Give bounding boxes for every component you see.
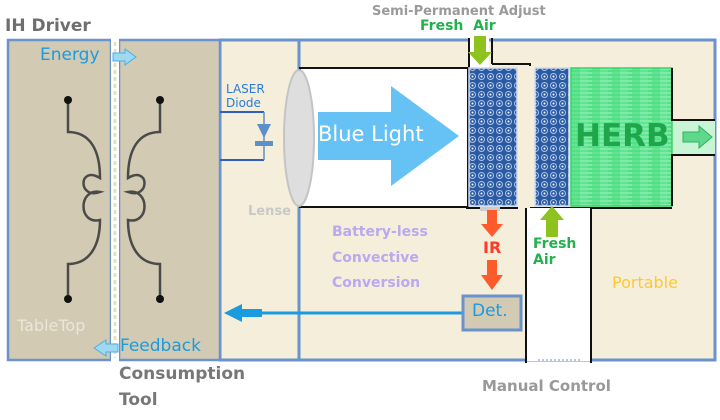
ih-driver-panel bbox=[6, 38, 113, 362]
detector-label: Det. bbox=[472, 301, 508, 321]
coil-right-icon bbox=[123, 100, 162, 298]
filter-2 bbox=[534, 67, 570, 207]
fresh-air-bottom-arrow-icon bbox=[540, 206, 564, 237]
outlet-arrow-icon bbox=[682, 124, 713, 150]
manual-control-label: Manual Control bbox=[482, 377, 611, 395]
tabletop-label: TableTop bbox=[17, 316, 86, 335]
manual-air-channel bbox=[527, 208, 591, 361]
blue-light-arrow bbox=[318, 86, 459, 186]
consumption-tool-label-line1: Consumption bbox=[119, 364, 246, 384]
ih-driver-label: IH Driver bbox=[5, 16, 91, 36]
coil-left-icon bbox=[66, 100, 105, 298]
portable-label: Portable bbox=[612, 273, 678, 292]
separator-gap bbox=[111, 36, 119, 366]
feedback-label: Feedback bbox=[120, 336, 201, 356]
energy-arrow-icon bbox=[112, 48, 137, 66]
laser-diode-bar bbox=[255, 141, 273, 146]
battery-less-label-line1: Battery-less bbox=[332, 224, 428, 240]
laser-diode-icon bbox=[257, 124, 271, 138]
ir-arrow-bottom-icon bbox=[481, 260, 503, 290]
semi-permanent-adjust-label: Semi-Permanent Adjust bbox=[372, 4, 546, 19]
herb-label: HERB bbox=[575, 118, 670, 154]
consumption-tool-label-line2: Tool bbox=[119, 390, 158, 410]
laser-label-line2: Diode bbox=[226, 96, 261, 110]
fresh-air-top-arrow-icon bbox=[468, 36, 492, 65]
blue-light-label: Blue Light bbox=[318, 122, 424, 146]
feedback-line-arrow-icon bbox=[224, 304, 262, 322]
battery-less-label-line3: Conversion bbox=[332, 275, 421, 291]
energy-label: Energy bbox=[40, 45, 100, 65]
filter-1 bbox=[468, 67, 518, 207]
detector-box bbox=[461, 294, 523, 332]
ir-arrow-top-icon bbox=[481, 210, 503, 237]
herb-chamber bbox=[570, 67, 673, 207]
fresh-air-top-label: Fresh Air bbox=[420, 18, 496, 34]
coil-right-terminal-top bbox=[156, 96, 164, 104]
consumption-tool-panel bbox=[117, 38, 222, 362]
lense-label: Lense bbox=[248, 204, 291, 219]
coil-left-terminal-top bbox=[64, 96, 72, 104]
coil-right-terminal-bottom bbox=[156, 295, 164, 303]
laser-label-line1: LASER bbox=[226, 82, 265, 96]
feedback-arrow-icon bbox=[93, 339, 119, 357]
coil-left-terminal-bottom bbox=[64, 295, 72, 303]
lens-icon bbox=[283, 69, 315, 207]
battery-less-label-line2: Convective bbox=[332, 250, 419, 266]
ir-label: IR bbox=[483, 238, 502, 257]
fresh-air-bottom-label-line2: Air bbox=[533, 252, 556, 268]
fresh-air-bottom-label-line1: Fresh bbox=[533, 236, 577, 252]
